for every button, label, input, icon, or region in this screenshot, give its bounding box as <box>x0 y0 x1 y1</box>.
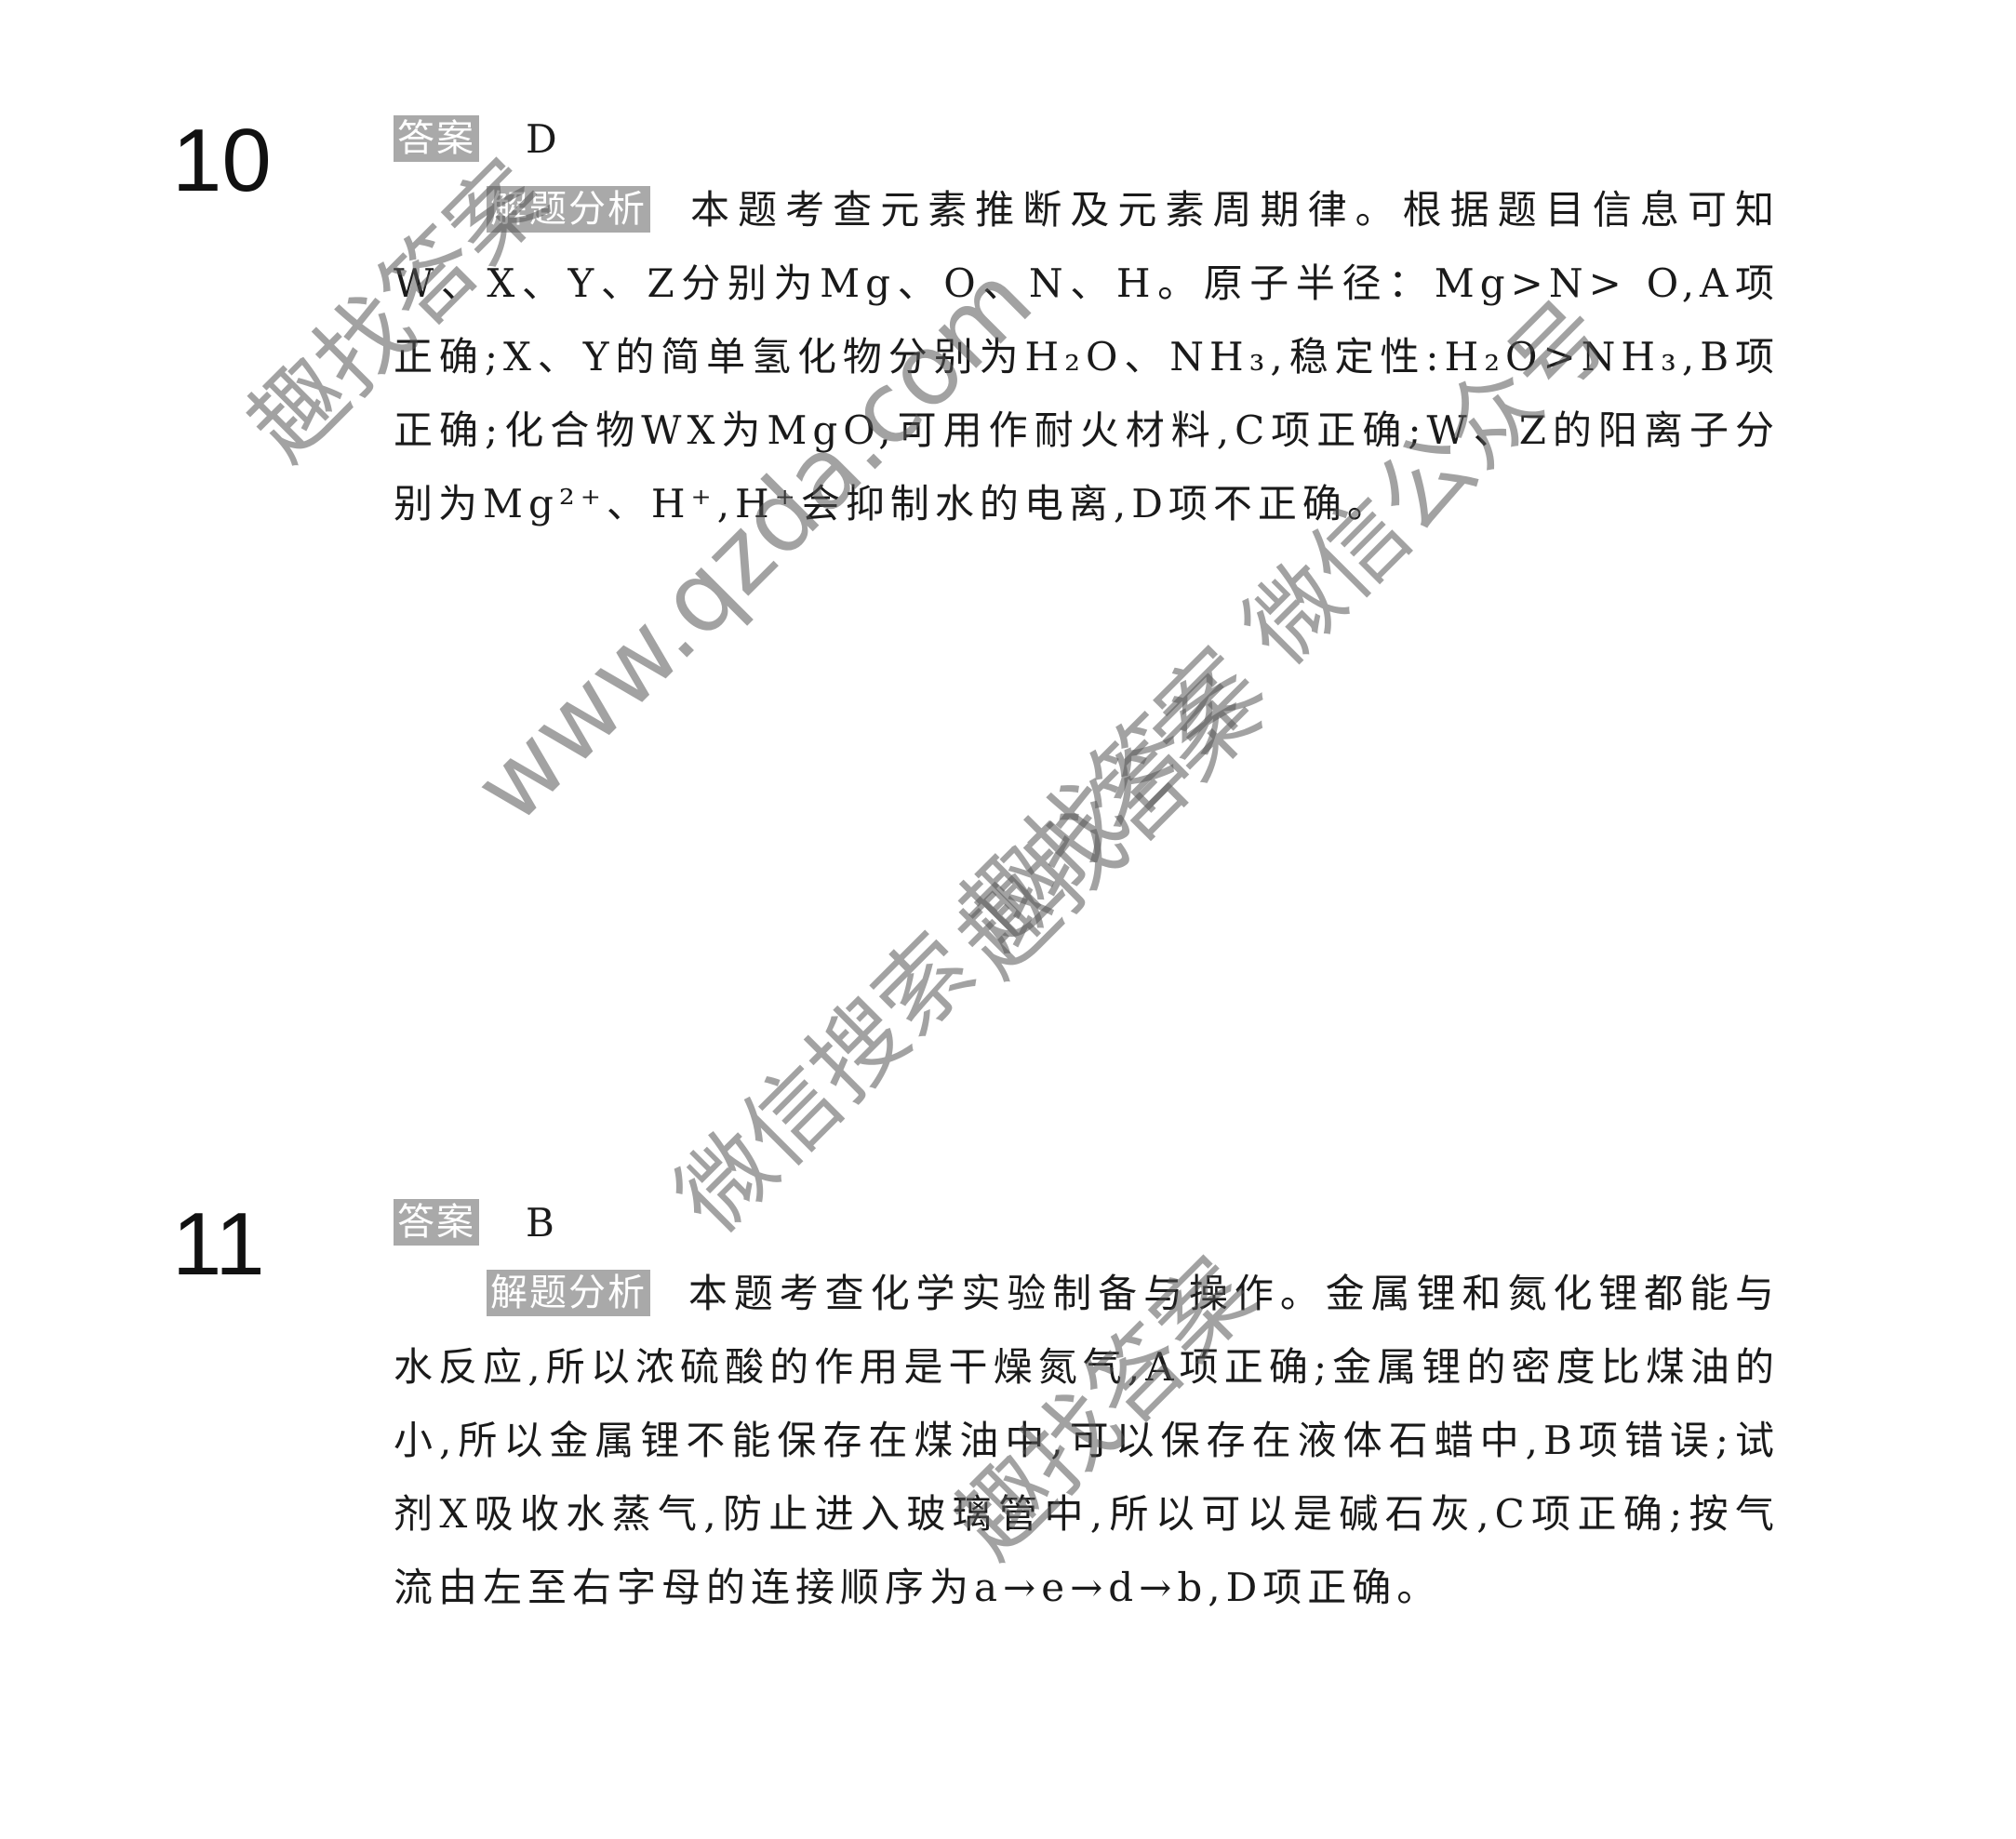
answer-value: B <box>526 1199 554 1246</box>
question-number-11: 11 <box>172 1194 265 1294</box>
answer-label: 答案 <box>394 115 479 162</box>
question-11-block: 答案 B 解题分析本题考查化学实验制备与操作。金属锂和氮化锂都能与水反应,所以浓… <box>394 1188 1780 1624</box>
question-10-block: 答案 D 解题分析本题考查元素推断及元素周期律。根据题目信息可知W、X、Y、Z分… <box>394 104 1780 540</box>
analysis-paragraph: 解题分析本题考查化学实验制备与操作。金属锂和氮化锂都能与水反应,所以浓硫酸的作用… <box>394 1257 1780 1624</box>
answer-value: D <box>526 115 557 162</box>
analysis-label: 解题分析 <box>487 186 650 233</box>
analysis-paragraph: 解题分析本题考查元素推断及元素周期律。根据题目信息可知W、X、Y、Z分别为Mg、… <box>394 173 1780 540</box>
answer-label: 答案 <box>394 1199 479 1246</box>
question-number-10: 10 <box>172 111 272 210</box>
analysis-text: 本题考查化学实验制备与操作。金属锂和氮化锂都能与水反应,所以浓硫酸的作用是干燥氮… <box>394 1271 1780 1610</box>
analysis-label: 解题分析 <box>487 1270 650 1316</box>
answer-row: 答案 D <box>394 104 1780 173</box>
answer-row: 答案 B <box>394 1188 1780 1257</box>
watermark-text: 趣找答案 <box>939 657 1279 997</box>
analysis-text: 本题考查元素推断及元素周期律。根据题目信息可知W、X、Y、Z分别为Mg、O、N、… <box>394 187 1780 526</box>
